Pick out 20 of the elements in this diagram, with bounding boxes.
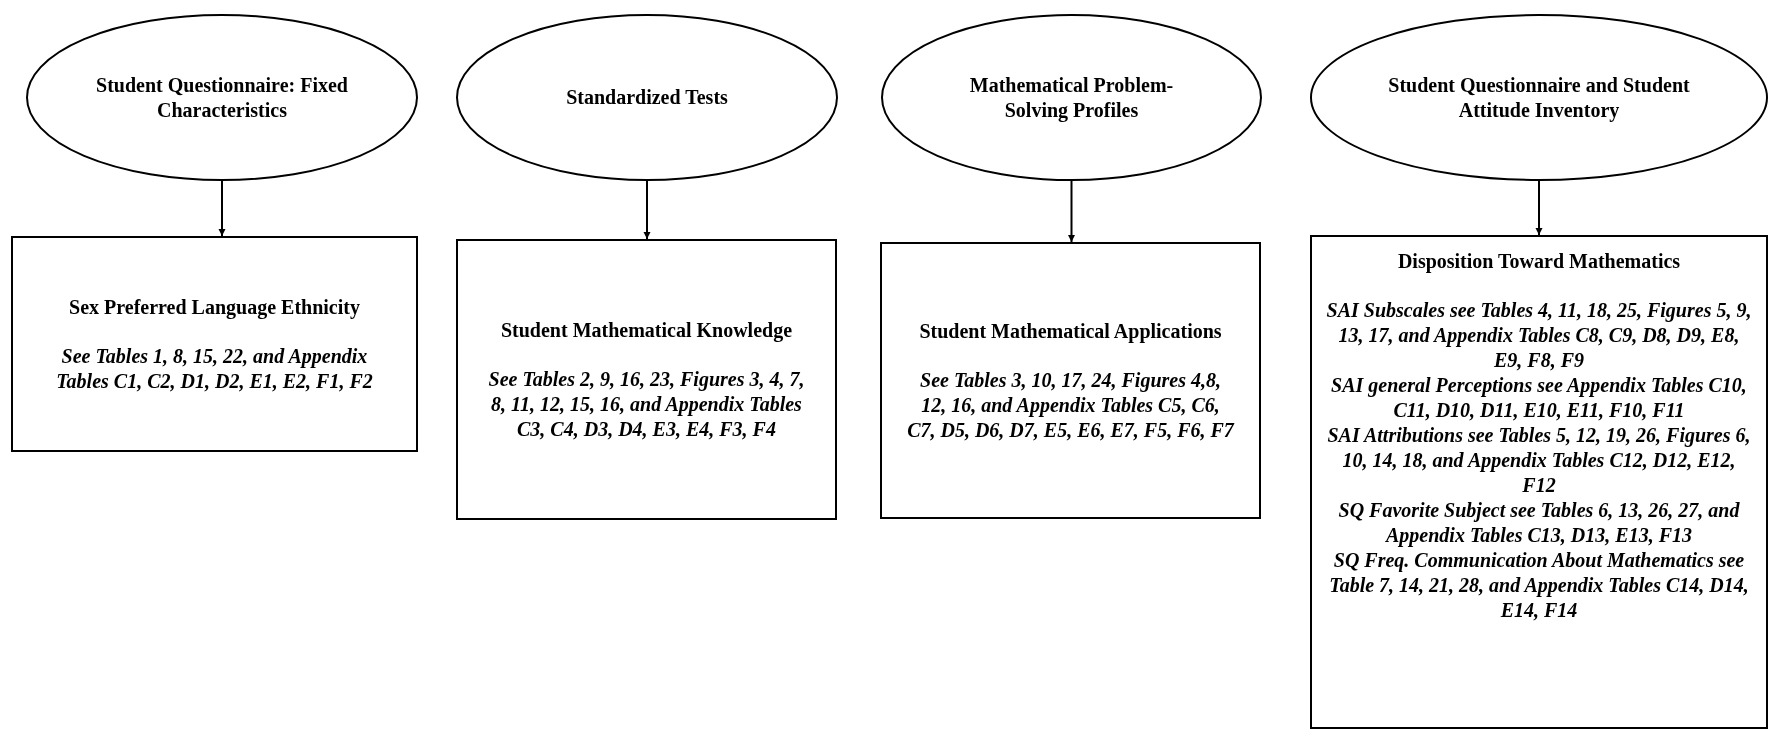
content-box — [456, 239, 837, 520]
arrow — [1068, 180, 1075, 243]
table-reference: SQ Freq. Communication About Mathematics see Table 7, 14, 21, 28, and Appendix Tables C14, D14, E14, F14 — [1328, 548, 1750, 623]
box-heading: Student Mathematical Knowledge — [500, 317, 793, 343]
source-title: Student Questionnaire: Fixed Characteristics — [95, 72, 349, 123]
content-box — [1310, 235, 1768, 729]
source-title: Standardized Tests — [566, 85, 728, 110]
arrow — [218, 180, 226, 237]
source-title: Mathematical Problem-Solving Profiles — [968, 72, 1175, 123]
box-heading: Sex Preferred Language Ethnicity — [69, 294, 360, 320]
arrow — [643, 180, 651, 240]
content-box — [11, 236, 418, 452]
arrow — [1535, 180, 1543, 236]
table-reference: See Tables 1, 8, 15, 22, and Appendix Tables C1, C2, D1, D2, E1, E2, F1, F2 — [55, 343, 374, 394]
box-heading: Student Mathematical Applications — [919, 318, 1222, 344]
box-heading: Disposition Toward Mathematics — [1397, 249, 1681, 274]
table-reference: See Tables 2, 9, 16, 23, Figures 3, 4, 7, 8, 11, 12, 15, 16, and Appendix Tables C3, C4, D3, D4, E3, E4, F3, F4 — [487, 366, 806, 442]
content-box — [880, 242, 1261, 519]
table-reference: See Tables 3, 10, 17, 24, Figures 4,8, 12, 16, and Appendix Tables C5, C6, C7, D5, D6, D7, E5, E6, E7, F5, F6, F7 — [906, 367, 1236, 443]
source-title: Student Questionnaire and Student Attitude Inventory — [1387, 72, 1691, 123]
